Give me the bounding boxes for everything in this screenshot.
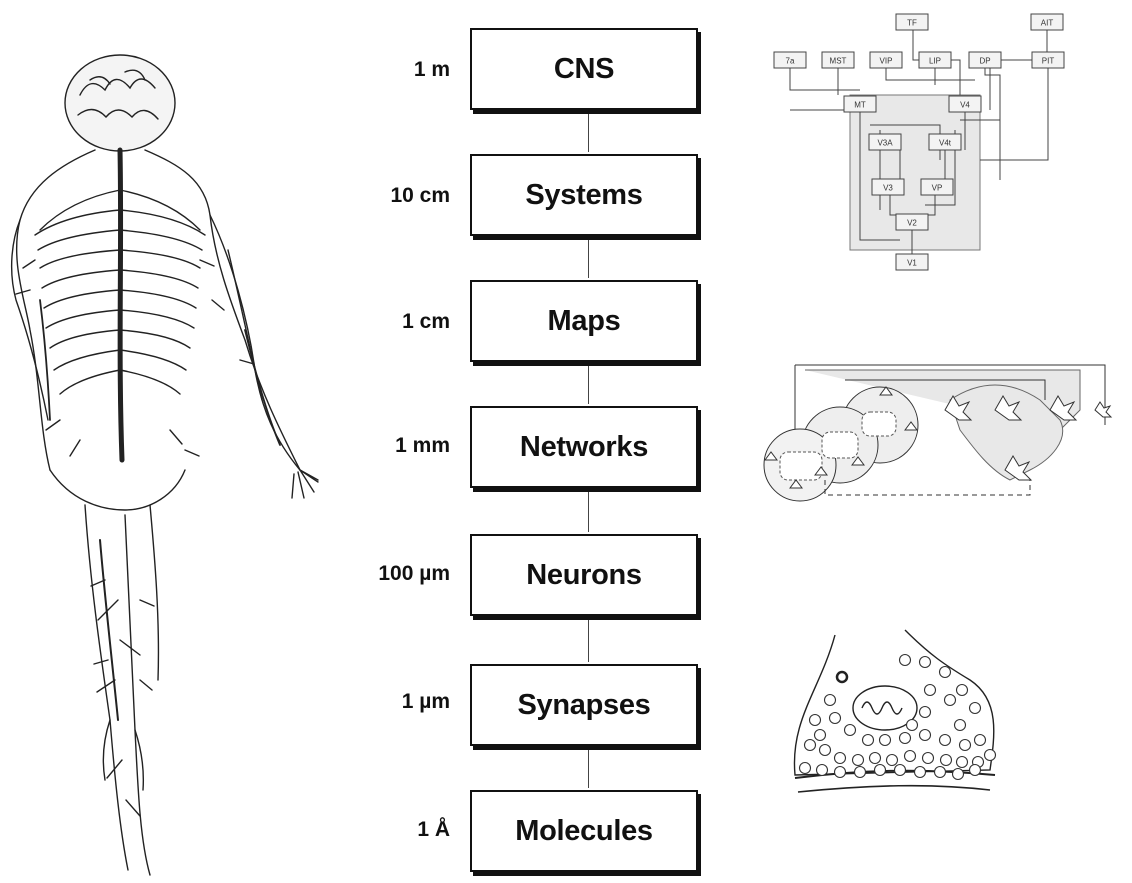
vesicle <box>970 765 981 776</box>
vesicle <box>975 735 986 746</box>
vesicle <box>920 707 931 718</box>
vesicle <box>805 740 816 751</box>
vesicle <box>820 745 831 756</box>
vesicle <box>835 753 846 764</box>
vesicle <box>935 767 946 778</box>
vesicle <box>957 685 968 696</box>
vesicle <box>915 767 926 778</box>
vesicle <box>875 765 886 776</box>
vesicle <box>900 655 911 666</box>
vesicle <box>955 720 966 731</box>
vesicle <box>817 765 828 776</box>
vesicle <box>940 735 951 746</box>
vesicle <box>870 753 881 764</box>
vesicle <box>810 715 821 726</box>
vesicle <box>880 735 891 746</box>
vesicle <box>907 720 918 731</box>
vesicle <box>845 725 856 736</box>
vesicle <box>830 713 841 724</box>
vesicle <box>900 733 911 744</box>
vesicle <box>895 765 906 776</box>
vesicle <box>945 695 956 706</box>
vesicle <box>887 755 898 766</box>
vesicle <box>800 763 811 774</box>
vesicle <box>960 740 971 751</box>
vesicle <box>825 695 836 706</box>
vesicle <box>853 755 864 766</box>
vesicle <box>923 753 934 764</box>
vesicle <box>905 751 916 762</box>
vesicle <box>863 735 874 746</box>
vesicle <box>940 667 951 678</box>
vesicle <box>957 757 968 768</box>
vesicle <box>815 730 826 741</box>
vesicle <box>855 767 866 778</box>
vesicle <box>941 755 952 766</box>
vesicle <box>835 767 846 778</box>
vesicle <box>953 769 964 780</box>
vesicle <box>970 703 981 714</box>
vesicle <box>925 685 936 696</box>
vesicle <box>920 657 931 668</box>
vesicle <box>985 750 996 761</box>
vesicle <box>920 730 931 741</box>
